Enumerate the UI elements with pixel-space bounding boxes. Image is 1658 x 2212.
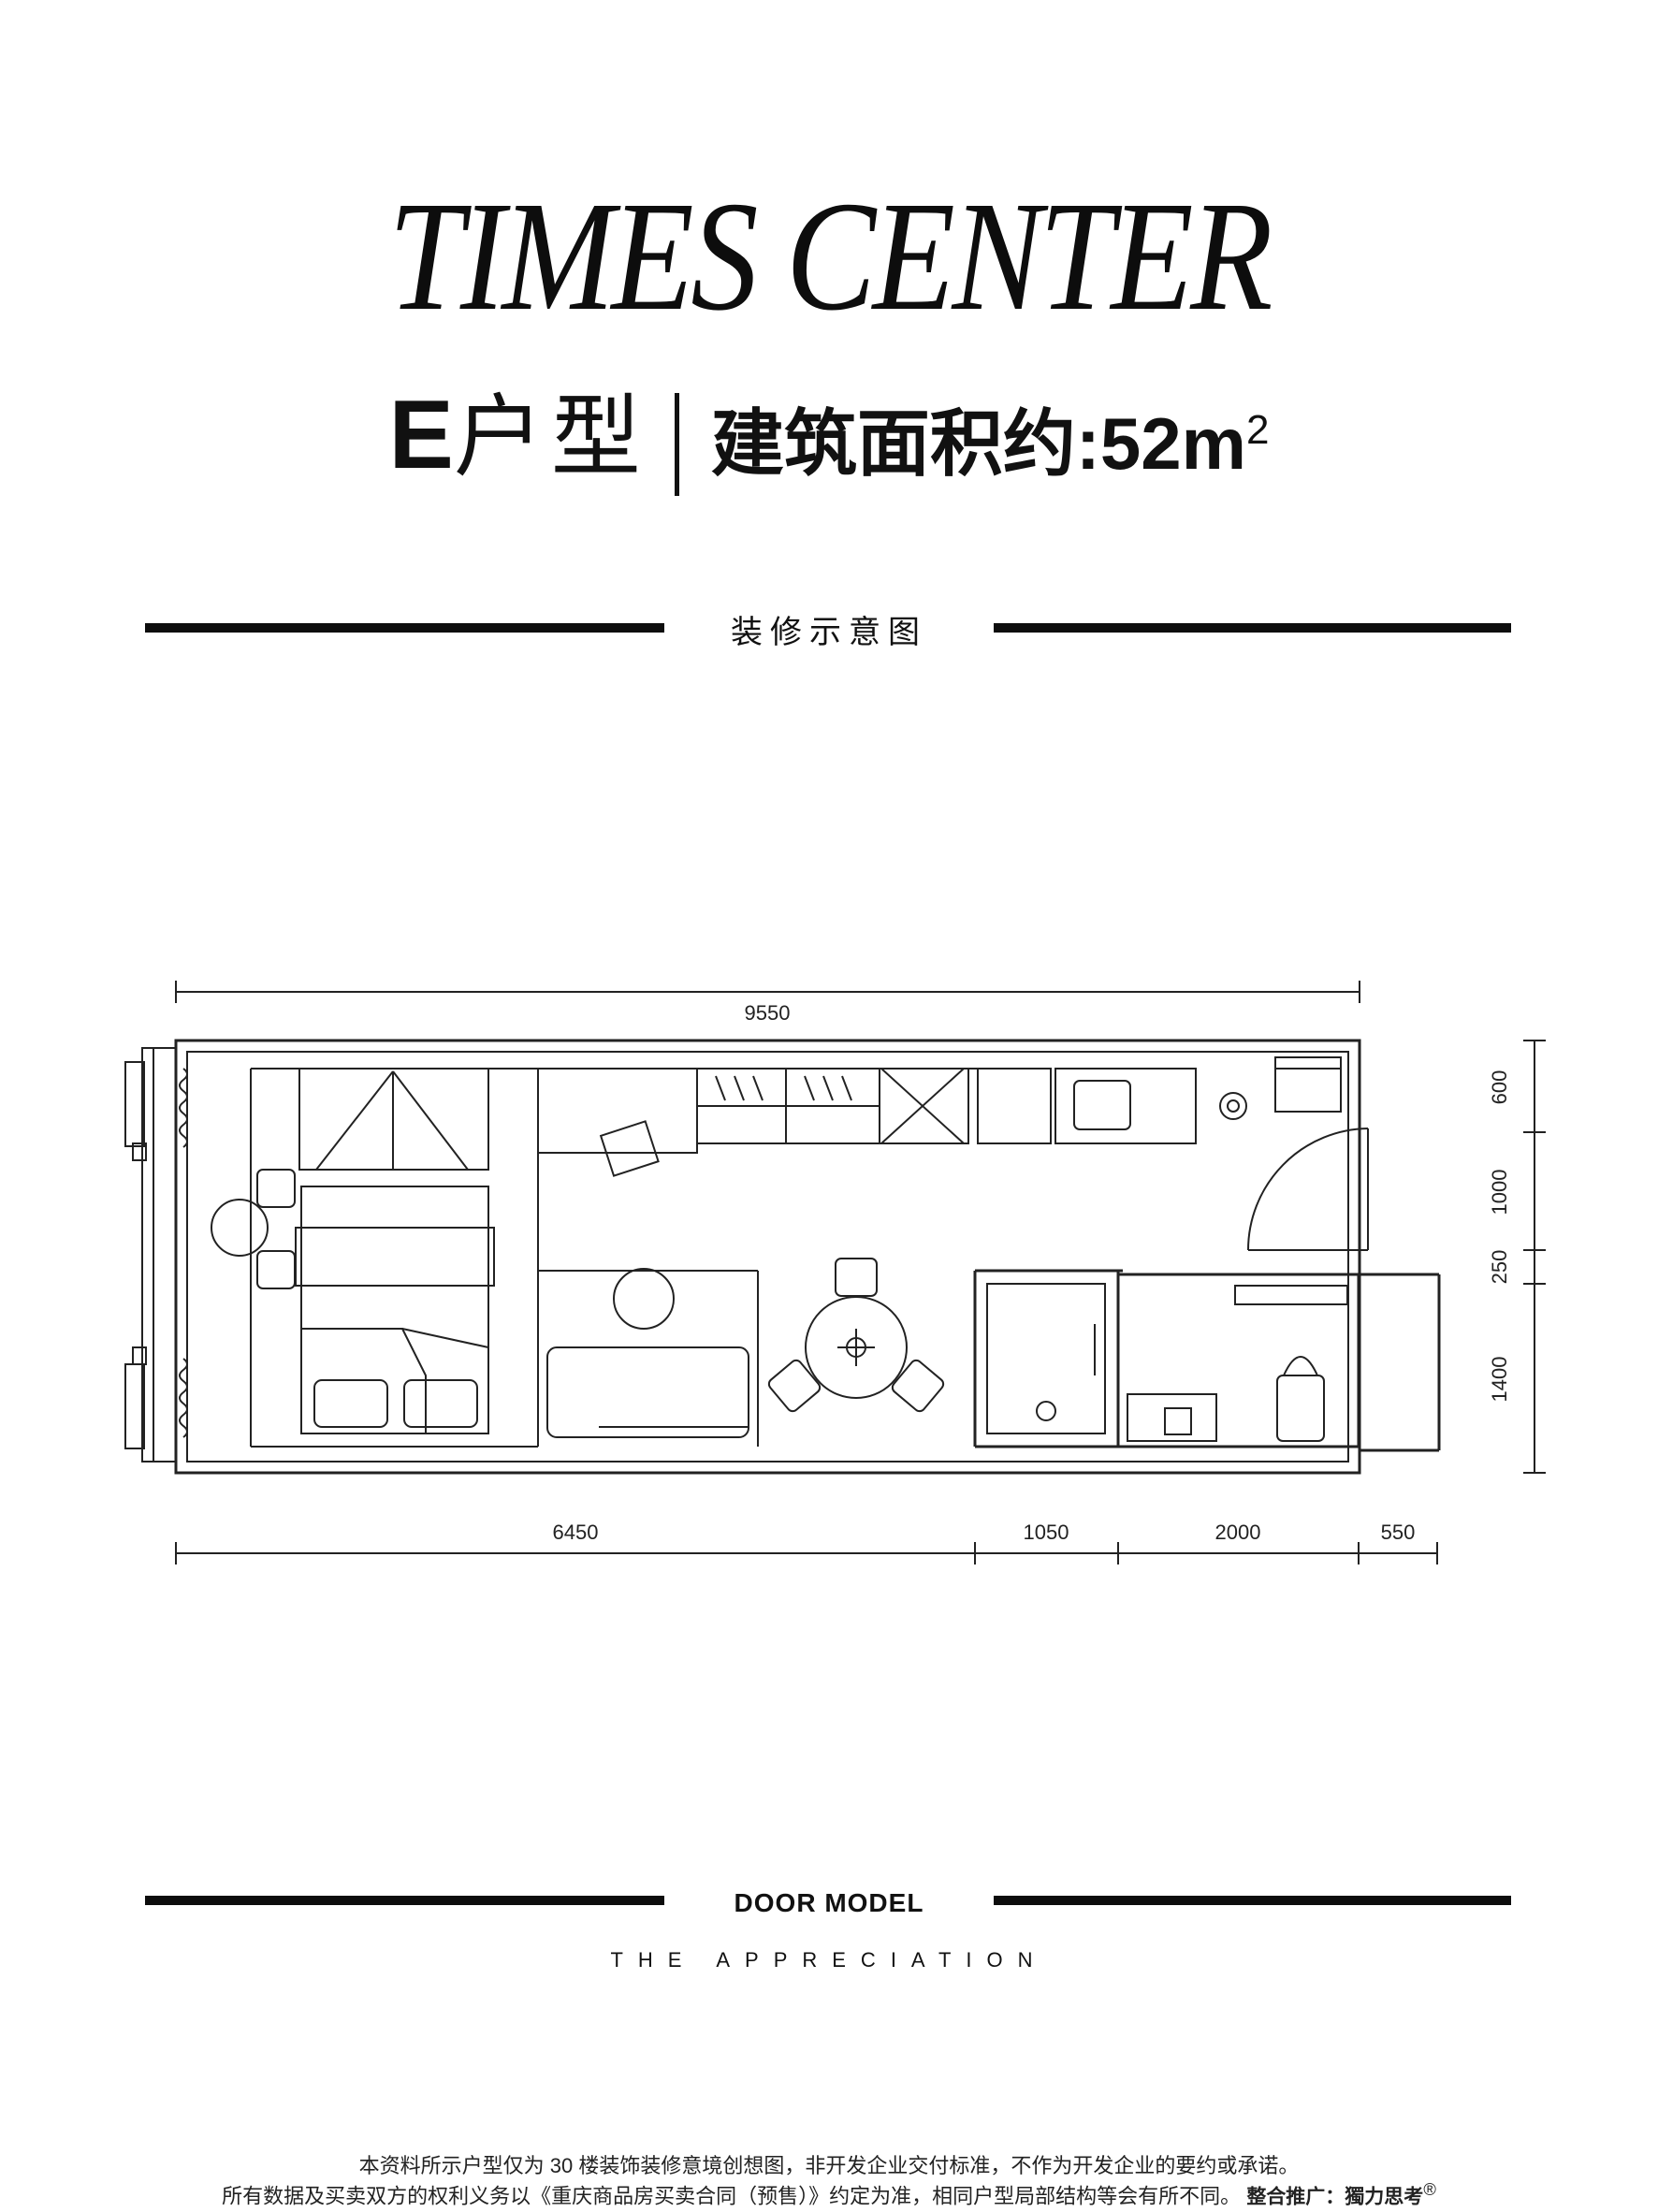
dim-overall-width: 9550 <box>745 1001 791 1025</box>
bathroom-wall <box>973 1269 1360 1448</box>
brand-title: TIMES CENTER <box>387 169 1273 343</box>
dim-right-4: 1400 <box>1488 1357 1511 1403</box>
section-rule-right <box>994 623 1511 633</box>
bottom-dimension-line <box>175 1542 1438 1564</box>
dim-bottom-3: 2000 <box>1215 1521 1261 1544</box>
entrance-door <box>1247 1128 1369 1251</box>
desk <box>537 1068 698 1177</box>
overall-dimension-line <box>175 981 1360 1003</box>
area-text: 建筑面积约:52m2 <box>711 402 1270 485</box>
dim-bottom-2: 1050 <box>1024 1521 1069 1544</box>
right-dimension-line <box>1523 1040 1546 1474</box>
unit-type: 户型 <box>453 387 648 488</box>
appreciation-label: THE APPRECIATION <box>610 1948 1048 1972</box>
living-divider <box>537 1069 759 1447</box>
shower <box>986 1283 1106 1434</box>
registered-mark: ® <box>1423 2179 1436 2199</box>
heading-separator <box>674 392 679 496</box>
unit-heading: E户型建筑面积约:52m2 <box>0 382 1658 496</box>
footnote-line-1: 本资料所示户型仅为 30 楼装饰装修意境创想图，非开发企业交付标准，不作为开发企… <box>358 2154 1300 2177</box>
area-value: 52m <box>1099 401 1246 485</box>
sofa <box>546 1268 749 1438</box>
bedroom-seating <box>211 1169 296 1289</box>
washbasin <box>1127 1393 1217 1442</box>
dim-right-2: 1000 <box>1488 1170 1511 1215</box>
curtain <box>179 1068 188 1438</box>
footnote-text: 所有数据及买卖双方的权利义务以《重庆商品房买卖合同（预售）》约定为准，相同户型局… <box>222 2184 1242 2208</box>
kitchen-appliances <box>977 1056 1342 1144</box>
dim-right-1: 600 <box>1488 1070 1511 1105</box>
toilet <box>1276 1356 1325 1442</box>
bath-cabinet <box>1234 1285 1348 1305</box>
kitchen-cabinets <box>696 1068 969 1144</box>
window-frame <box>124 1047 177 1463</box>
door-rule-left <box>145 1896 664 1905</box>
dim-right-3: 250 <box>1488 1250 1511 1285</box>
promoter-credit: 整合推广：獨力思考 <box>1246 2186 1424 2208</box>
wardrobe <box>298 1068 489 1171</box>
double-bed <box>295 1186 495 1434</box>
bedroom-partition <box>250 1068 992 1448</box>
door-rule-right <box>994 1896 1511 1905</box>
dining-table <box>767 1258 945 1413</box>
section-rule-left <box>145 623 664 633</box>
dim-bottom-1: 6450 <box>553 1521 599 1544</box>
unit-letter: E <box>388 381 454 489</box>
area-label: 建筑面积约: <box>710 401 1100 485</box>
footnote-line-2: 所有数据及买卖双方的权利义务以《重庆商品房买卖合同（预售）》约定为准，相同户型局… <box>0 2179 1658 2209</box>
door-model-label: DOOR MODEL <box>734 1888 924 1917</box>
area-superscript: 2 <box>1246 406 1270 453</box>
section-caption: 装修示意图 <box>731 615 927 650</box>
dim-bottom-4: 550 <box>1381 1521 1416 1544</box>
